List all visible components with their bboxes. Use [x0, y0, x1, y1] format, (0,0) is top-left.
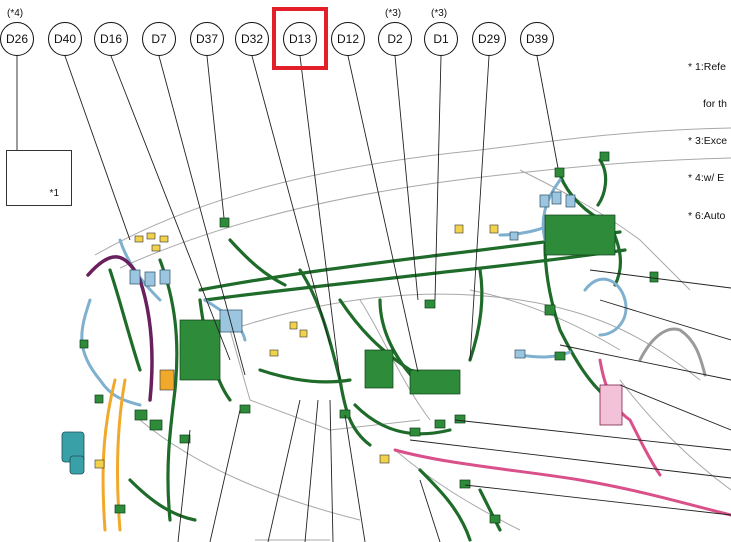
callout-d13[interactable]: D13 [283, 22, 317, 56]
footnotes: * 1:Refe for th * 3:Exce * 4:w/ E * 6:Au… [688, 36, 727, 247]
callout-label: D29 [477, 32, 500, 46]
footnote-line: * 6:Auto [688, 209, 726, 222]
callout-label: D7 [151, 32, 167, 46]
callout-d26[interactable]: D26 [0, 22, 34, 56]
callout-d40[interactable]: D40 [48, 22, 82, 56]
footnote-line: for th [703, 98, 727, 111]
callout-d32[interactable]: D32 [235, 22, 269, 56]
callout-label: D37 [195, 32, 218, 46]
callout-d7[interactable]: D7 [142, 22, 176, 56]
callout-label: D1 [433, 32, 449, 46]
footnote-line: * 4:w/ E [688, 172, 725, 185]
callout-label: D13 [288, 32, 311, 46]
callout-note-d26: (*4) [7, 8, 24, 19]
footnote-line: * 1:Refe [688, 60, 726, 73]
callout-label: D40 [53, 32, 76, 46]
inset-label: *1 [49, 188, 59, 199]
callout-d1[interactable]: D1 [424, 22, 458, 56]
callout-d2[interactable]: D2 [378, 22, 412, 56]
callout-note-d2: (*3) [385, 8, 402, 19]
inset-detail-box: *1 [6, 150, 72, 206]
callout-note-d1: (*3) [431, 8, 448, 19]
callout-label: D16 [99, 32, 122, 46]
footnote-line: * 3:Exce [688, 135, 728, 148]
callout-d39[interactable]: D39 [520, 22, 554, 56]
callout-d16[interactable]: D16 [94, 22, 128, 56]
callout-d12[interactable]: D12 [331, 22, 365, 56]
callout-d29[interactable]: D29 [472, 22, 506, 56]
callout-label: D39 [525, 32, 548, 46]
callout-d37[interactable]: D37 [190, 22, 224, 56]
callout-label: D26 [5, 32, 28, 46]
callout-label: D12 [336, 32, 359, 46]
callout-label: D32 [240, 32, 263, 46]
callout-label: D2 [387, 32, 403, 46]
